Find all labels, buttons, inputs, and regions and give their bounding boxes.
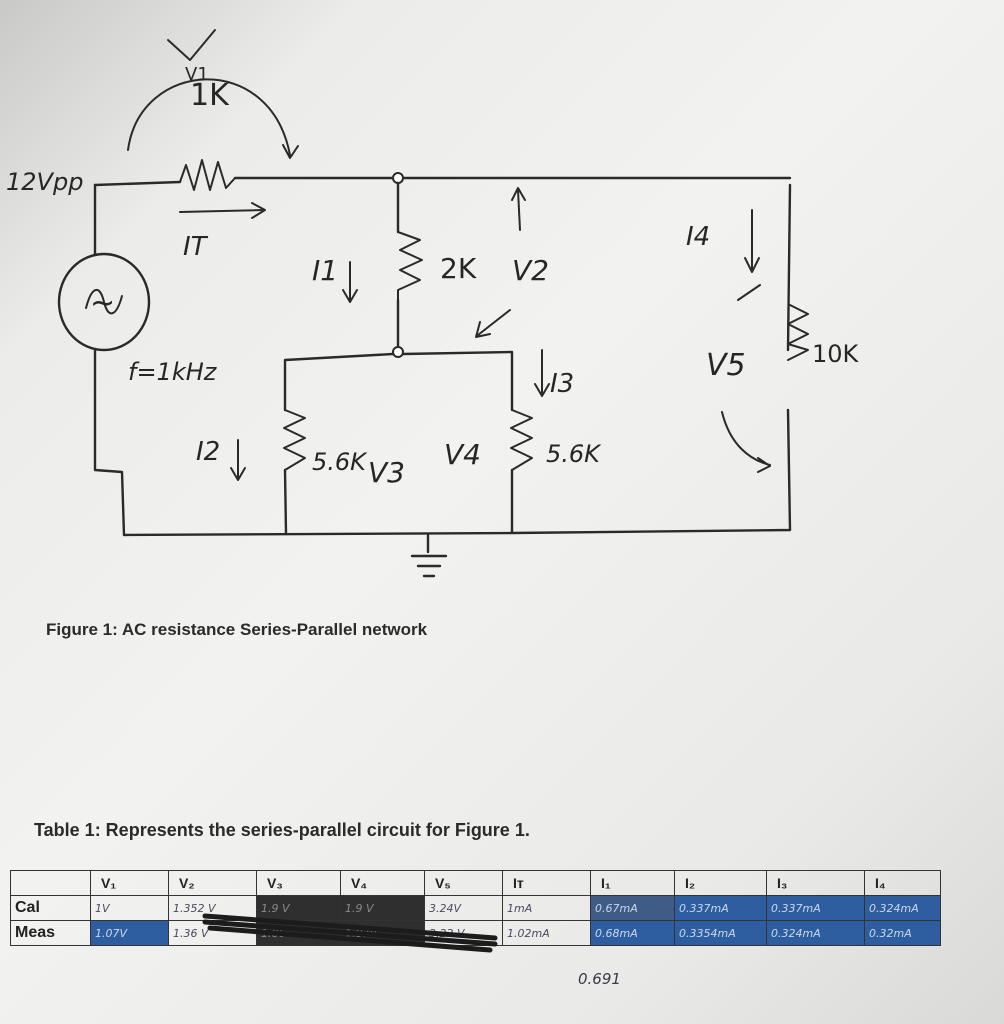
it-arrow: [179, 202, 266, 219]
r2-label: 2K: [440, 252, 477, 285]
cal-v2: 1.352 V: [168, 895, 257, 921]
header-i4: I₄: [864, 870, 941, 896]
header-i1: I₁: [590, 870, 675, 896]
ac-source: [57, 252, 151, 352]
v5-arc: [721, 284, 771, 473]
meas-v5: 3.22 V: [424, 920, 503, 946]
meas-i1: 0.68mA: [590, 920, 675, 946]
handwritten-note: 0.691: [578, 970, 621, 988]
i2-label: I2: [196, 437, 220, 467]
header-i2: I₂: [674, 870, 767, 896]
node-top: [392, 172, 404, 184]
resistor-2k: [397, 231, 423, 301]
ac-source-wave: [85, 289, 123, 315]
parallel-branch-wire: [283, 350, 514, 535]
it-label: IT: [183, 232, 209, 262]
v2-arrows: [475, 187, 526, 338]
v1-check: [167, 29, 216, 61]
v4-label: V4: [444, 438, 481, 471]
table-row-cal: Cal 1V 1.352 V 1.9 V 1.9 V 3.24V 1mA 0.6…: [10, 895, 941, 921]
r4-label: 5.6K: [546, 440, 602, 468]
meas-v1: 1.07V: [90, 920, 169, 946]
meas-v2: 1.36 V: [168, 920, 257, 946]
cal-i3: 0.337mA: [766, 895, 865, 921]
resistor-1k: [179, 159, 236, 191]
header-cell: [10, 870, 91, 896]
i3-arrow: [534, 349, 550, 397]
header-it: Iᴛ: [502, 870, 591, 896]
r1-label: 1K: [190, 78, 230, 113]
i2-arrow: [230, 439, 246, 481]
source-symbol: ~: [90, 286, 115, 321]
table-caption: Table 1: Represents the series-parallel …: [34, 820, 530, 840]
i1-label: I1: [312, 254, 338, 287]
meas-i4: 0.32mA: [864, 920, 941, 946]
cal-i2: 0.337mA: [674, 895, 767, 921]
table-header-row: V₁ V₂ V₃ V₄ V₅ Iᴛ I₁ I₂ I₃ I₄: [10, 870, 941, 896]
meas-i2: 0.3354mA: [674, 920, 767, 946]
top-wire: [93, 176, 792, 187]
r5-label: 10K: [812, 340, 860, 368]
meas-v4: 1.87V: [340, 920, 425, 946]
resistor-5.6k-left: [283, 409, 306, 471]
source-amplitude: 12Vpp: [6, 168, 83, 196]
ground-symbol: [410, 533, 448, 578]
results-table: V₁ V₂ V₃ V₄ V₅ Iᴛ I₁ I₂ I₃ I₄ Cal 1V 1.3…: [10, 870, 941, 946]
i4-arrow: [744, 209, 760, 273]
node-middle: [392, 346, 404, 358]
header-v1: V₁: [90, 870, 169, 896]
v3-label: V3: [368, 456, 405, 489]
header-v3: V₃: [256, 870, 341, 896]
meas-v3: 1.86: [256, 920, 341, 946]
header-v5: V₅: [424, 870, 503, 896]
meas-i3: 0.324mA: [766, 920, 865, 946]
cal-v3: 1.9 V: [256, 895, 341, 921]
circuit-schematic: 12Vpp 1K V1 IT ~ f=1kHz I1 2K V2 I4 V5 1…: [6, 29, 860, 578]
v1-arc: [127, 78, 299, 159]
resistor-5.6k-right: [510, 409, 533, 471]
figure-caption: Figure 1: AC resistance Series-Parallel …: [46, 620, 428, 639]
cal-i1: 0.67mA: [590, 895, 675, 921]
i4-label: I4: [686, 222, 710, 252]
cal-v1: 1V: [90, 895, 169, 921]
row-label: Meas: [10, 920, 91, 946]
frequency-label: f=1kHz: [128, 358, 218, 386]
header-v4: V₄: [340, 870, 425, 896]
v2-label: V2: [512, 254, 549, 287]
cal-i4: 0.324mA: [864, 895, 941, 921]
cal-it: 1mA: [502, 895, 591, 921]
table-row-meas: Meas 1.07V 1.36 V 1.86 1.87V 3.22 V 1.02…: [10, 920, 941, 946]
v5-label: V5: [706, 348, 746, 383]
i1-arrow: [342, 261, 358, 303]
cal-v4: 1.9 V: [340, 895, 425, 921]
i3-label: I3: [550, 369, 574, 399]
v1-label: V1: [185, 64, 209, 85]
r3-label: 5.6K: [312, 448, 368, 476]
cal-v5: 3.24V: [424, 895, 503, 921]
meas-it: 1.02mA: [502, 920, 591, 946]
left-wire: [93, 183, 792, 537]
header-i3: I₃: [766, 870, 865, 896]
header-v2: V₂: [168, 870, 257, 896]
resistor-10k: [787, 304, 809, 361]
row-label: Cal: [10, 895, 91, 921]
